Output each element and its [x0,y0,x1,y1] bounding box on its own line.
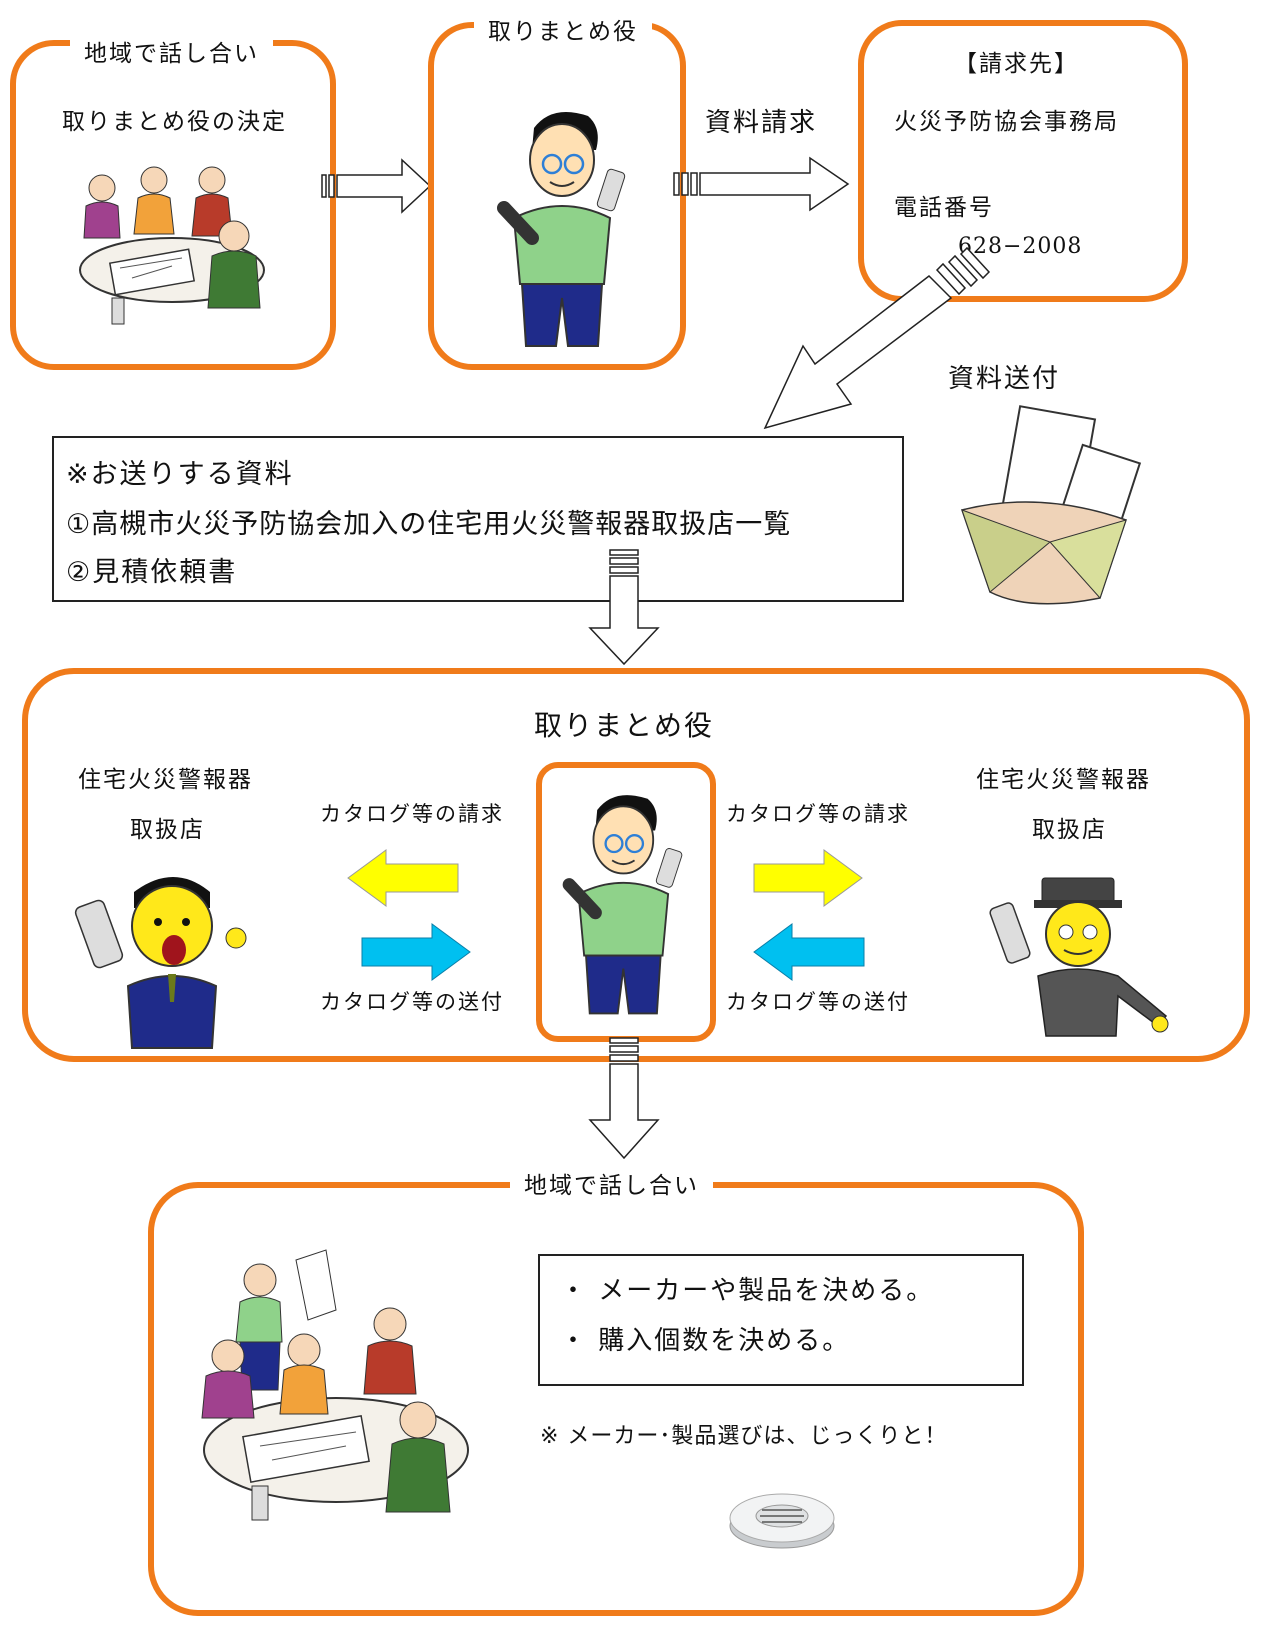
salesman-with-phone-illustration [74,877,247,1049]
arrow-materials-to-hub [588,549,660,666]
step3-org: 火災予防協会事務局 [894,109,1119,135]
step2-label: 取りまとめ役 [474,12,652,46]
left-catalog-send: カタログ等の送付 [320,990,504,1014]
left-catalog-request: カタログ等の請求 [320,802,504,826]
yellow-arrow-left [347,849,459,907]
man-with-phone-illustration [562,795,683,1015]
materials-box [52,436,904,602]
right-store-line1: 住宅火災警報器 [976,767,1151,793]
final-label: 地域で話し合い [510,1166,713,1200]
left-store-line2: 取扱店 [130,817,205,843]
step3-title: 【請求先】 [954,51,1079,77]
meeting-group-illustration [79,166,265,325]
right-store-line2: 取扱店 [1032,817,1107,843]
materials-item-1: ①高槻市火災予防協会加入の住宅用火災警報器取扱店一覧 [66,509,792,540]
man-with-phone-illustration [497,112,626,347]
step3-box [858,20,1188,302]
final-note: ※ メーカー･製品選びは、じっくりと！ [540,1424,948,1449]
right-catalog-request: カタログ等の請求 [726,802,910,826]
request-label: 資料請求 [705,108,818,138]
arrow-step3-to-materials [763,246,991,430]
right-catalog-send: カタログ等の送付 [726,990,910,1014]
step3-phone: 628−2008 [958,234,1083,259]
arrow-step2-to-step3 [673,156,850,212]
step3-phone-label: 電話番号 [894,195,994,221]
envelope-documents-illustration [961,405,1142,605]
hub-title: 取りまとめ役 [534,709,715,742]
decision-item-1: ・ メーカーや製品を決める。 [560,1276,935,1306]
arrow-hub-to-final [588,1037,660,1160]
meeting-group-illustration [201,1249,469,1521]
cyan-arrow-left [753,923,865,981]
decisions-box [538,1254,1024,1386]
arrow-step1-to-step2 [321,158,432,214]
materials-item-2: ②見積依頼書 [66,557,238,588]
shopkeeper-with-phone-illustration [989,877,1169,1037]
decision-item-2: ・ 購入個数を決める。 [560,1326,851,1356]
step1-text: 取りまとめ役の決定 [62,109,287,135]
smoke-detector-illustration [729,1493,835,1549]
materials-heading: ※お送りする資料 [66,459,294,490]
yellow-arrow-right [753,849,863,907]
step1-label: 地域で話し合い [70,34,273,68]
cyan-arrow-right [361,923,471,981]
send-label: 資料送付 [948,364,1061,394]
left-store-line1: 住宅火災警報器 [78,767,253,793]
